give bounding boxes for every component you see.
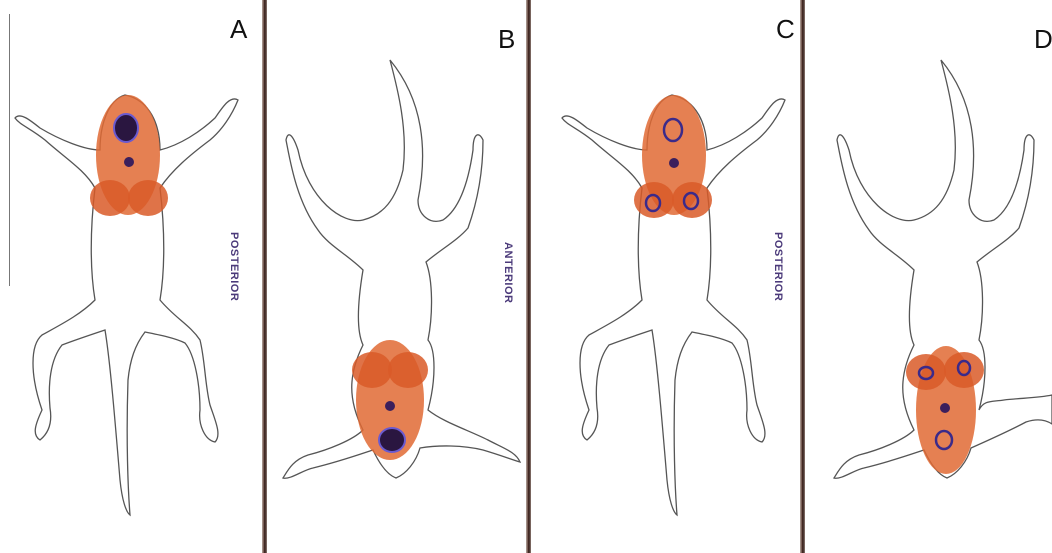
panel-letter-b: B	[498, 24, 515, 55]
panel-divider-1	[262, 0, 267, 553]
panel-letter-c: C	[776, 14, 795, 45]
panel-letter-d: D	[1034, 24, 1052, 55]
panel-letter-a: A	[230, 14, 247, 45]
rat-outline-posterior-c	[532, 0, 800, 553]
view-label-a: POSTERIOR	[228, 232, 240, 301]
panel-divider-3	[800, 0, 805, 553]
rat-outline-anterior-b	[268, 0, 526, 553]
panel-b: B ANTERIOR	[268, 0, 526, 553]
panel-a: A POSTERIOR	[0, 0, 262, 553]
view-label-b: ANTERIOR	[502, 242, 514, 303]
view-label-c: POSTERIOR	[772, 232, 784, 301]
panel-d: D	[806, 0, 1052, 553]
rat-outline-posterior-a	[0, 0, 262, 553]
panel-c: C POSTERIOR	[532, 0, 800, 553]
panel-divider-2	[526, 0, 531, 553]
rat-outline-anterior-d	[806, 0, 1052, 553]
